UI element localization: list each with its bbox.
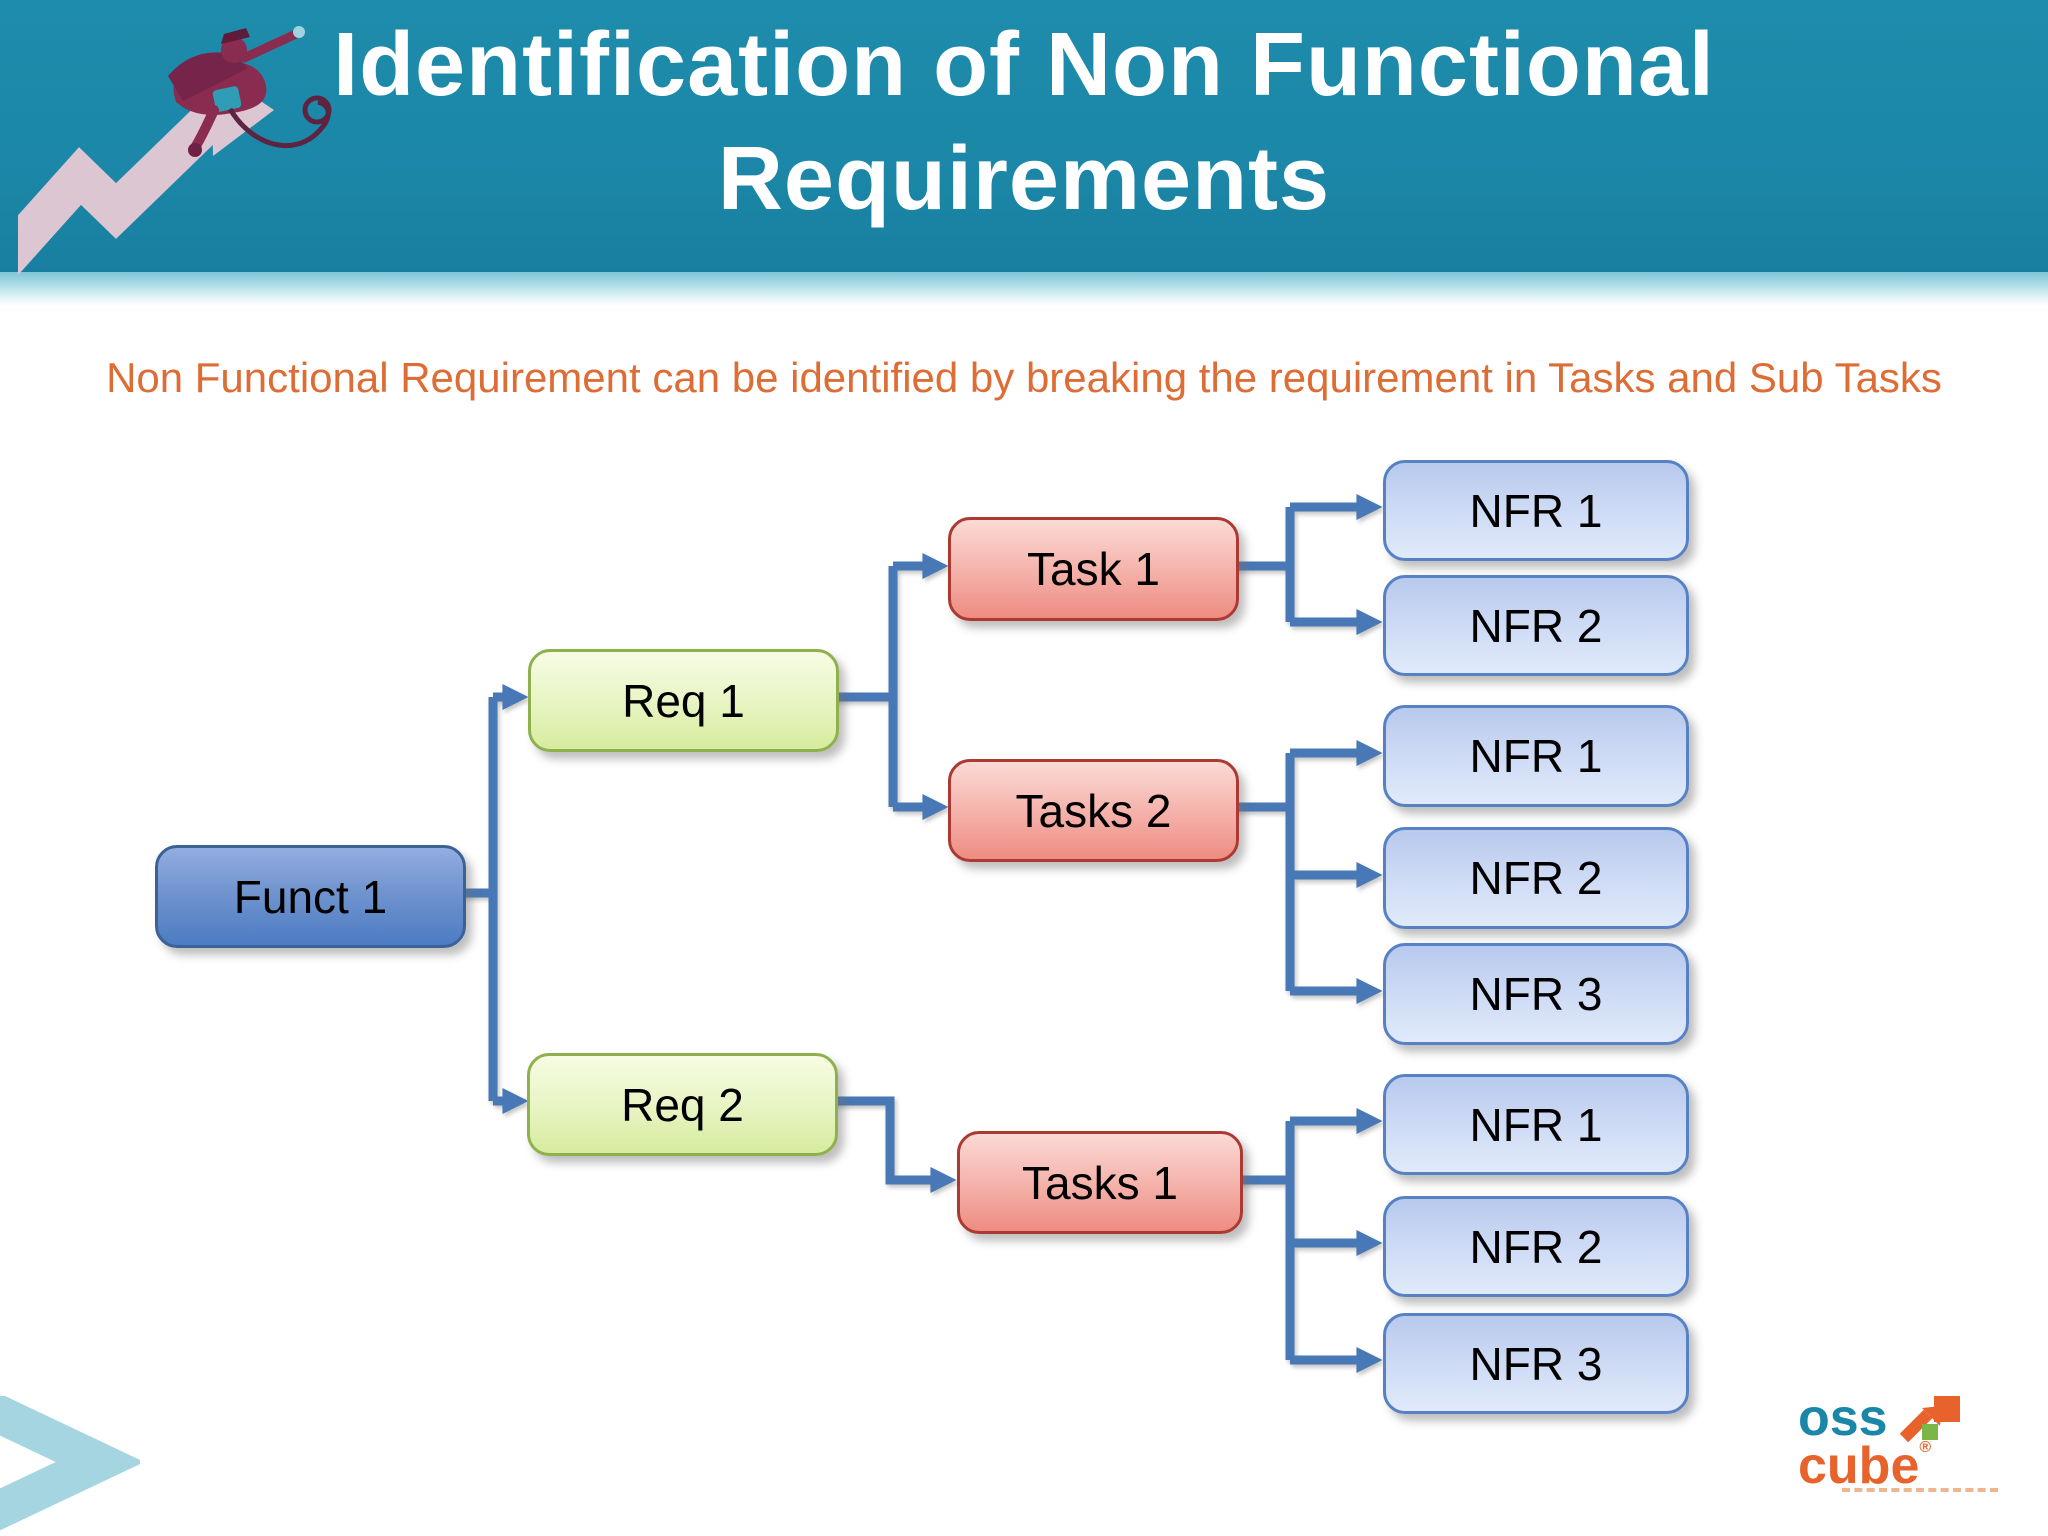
cube-icon	[1899, 1396, 1960, 1443]
slide-title-line2: Requirements	[717, 129, 1331, 229]
edge-tasks1-trunk	[1237, 1121, 1295, 1360]
logo-cube-word: cube	[1798, 1437, 1920, 1495]
logo-registered-mark: ®	[1919, 1439, 1932, 1456]
logo-cube-text: cube®	[1798, 1437, 2048, 1495]
edge-task1-trunk	[1233, 507, 1295, 622]
node-funct-1: Funct 1	[155, 845, 466, 948]
node-nfr-c3: NFR 3	[1383, 1313, 1689, 1414]
slide-subtitle: Non Functional Requirement can be identi…	[106, 354, 1942, 401]
node-nfr-a1: NFR 1	[1383, 460, 1689, 561]
node-tasks-1: Tasks 1	[957, 1131, 1243, 1234]
node-nfr-b3: NFR 3	[1383, 943, 1689, 1045]
arrow-rider-illustration	[18, 26, 332, 274]
node-nfr-a2: NFR 2	[1383, 575, 1689, 676]
header-fade-band	[0, 272, 2048, 306]
node-tasks-2: Tasks 2	[948, 759, 1239, 862]
logo-dashed-underline	[1842, 1488, 1998, 1492]
slide-title: Identification of Non Functional Require…	[0, 8, 2048, 236]
node-nfr-b2: NFR 2	[1383, 827, 1689, 929]
node-nfr-c2: NFR 2	[1383, 1196, 1689, 1297]
edge-req2-tasks1	[832, 1096, 957, 1193]
chevron-decoration	[0, 1396, 140, 1531]
node-req-2: Req 2	[527, 1053, 838, 1156]
osscube-logo: oss cube®	[1798, 1392, 2048, 1492]
edge-tasks2-trunk	[1233, 753, 1295, 991]
edge-req1-trunk	[833, 566, 898, 807]
node-nfr-b1: NFR 1	[1383, 705, 1689, 807]
node-task-1: Task 1	[948, 517, 1239, 621]
header-banner	[0, 0, 2048, 272]
node-req-1: Req 1	[528, 649, 839, 752]
slide-title-line1: Identification of Non Functional	[333, 15, 1715, 115]
node-nfr-c1: NFR 1	[1383, 1074, 1689, 1175]
logo-oss-text: oss	[1798, 1389, 1888, 1447]
